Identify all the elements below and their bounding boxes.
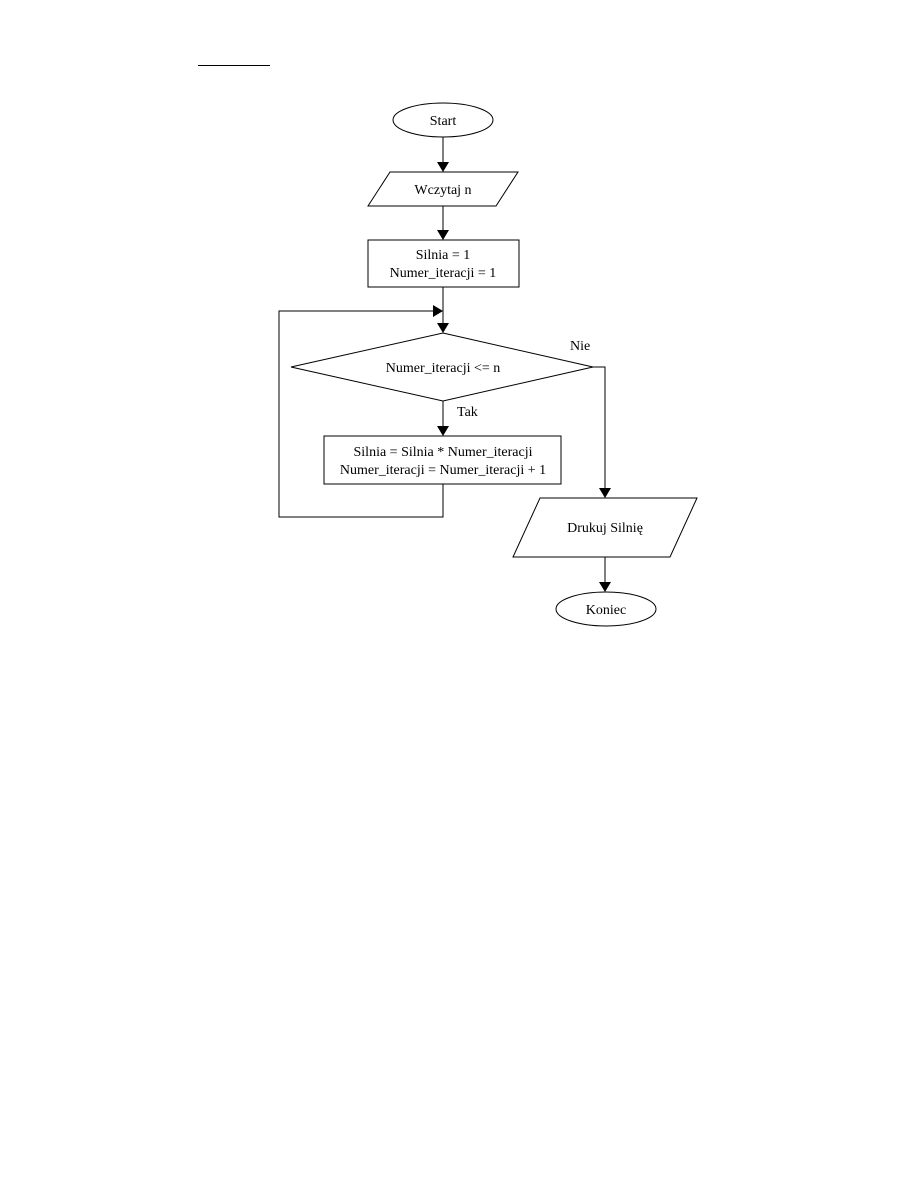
yes-branch-label: Tak xyxy=(457,405,478,420)
init-line-2: Numer_iteracji = 1 xyxy=(390,266,497,281)
loop-back-arrowhead xyxy=(433,305,443,317)
end-node: Koniec xyxy=(555,591,657,627)
no-branch-label: Nie xyxy=(570,339,590,354)
input-label: Wczytaj n xyxy=(414,183,471,198)
condition-node: Numer_iteracji <= n xyxy=(290,332,594,402)
input-node: Wczytaj n xyxy=(367,171,519,207)
arrowhead xyxy=(599,582,611,592)
header-underline xyxy=(198,65,270,66)
start-node: Start xyxy=(392,102,494,138)
edge-input-to-init xyxy=(437,206,449,240)
loop-body-line-1: Silnia = Silnia * Numer_iteracji xyxy=(354,445,533,460)
loop-body-box xyxy=(323,435,562,485)
start-label: Start xyxy=(430,114,457,129)
init-node: Silnia = 1 Numer_iteracji = 1 xyxy=(367,239,520,288)
arrowhead xyxy=(437,323,449,333)
no-branch-line xyxy=(593,366,606,488)
edge-output-to-end xyxy=(599,557,611,592)
arrowhead xyxy=(437,230,449,240)
output-parallelogram xyxy=(512,497,698,558)
arrowhead xyxy=(599,488,611,498)
condition-label: Numer_iteracji <= n xyxy=(386,361,501,376)
arrowhead xyxy=(437,426,449,436)
init-line-1: Silnia = 1 xyxy=(416,248,471,263)
edge-start-to-input xyxy=(437,137,449,172)
loop-body-node: Silnia = Silnia * Numer_iteracji Numer_i… xyxy=(323,435,562,485)
init-box xyxy=(367,239,520,288)
output-node: Drukuj Silnię xyxy=(512,497,698,558)
input-parallelogram xyxy=(367,171,519,207)
edge-condition-no: Nie xyxy=(570,339,611,498)
edge-init-to-condition xyxy=(437,287,449,333)
edge-loop-back xyxy=(278,305,444,518)
end-ellipse xyxy=(555,591,657,627)
loop-body-line-2: Numer_iteracji = Numer_iteracji + 1 xyxy=(340,463,546,478)
end-label: Koniec xyxy=(586,603,626,618)
edge-condition-yes: Tak xyxy=(437,401,478,436)
loop-back-line xyxy=(278,310,444,518)
arrowhead xyxy=(437,162,449,172)
output-label: Drukuj Silnię xyxy=(567,521,643,536)
